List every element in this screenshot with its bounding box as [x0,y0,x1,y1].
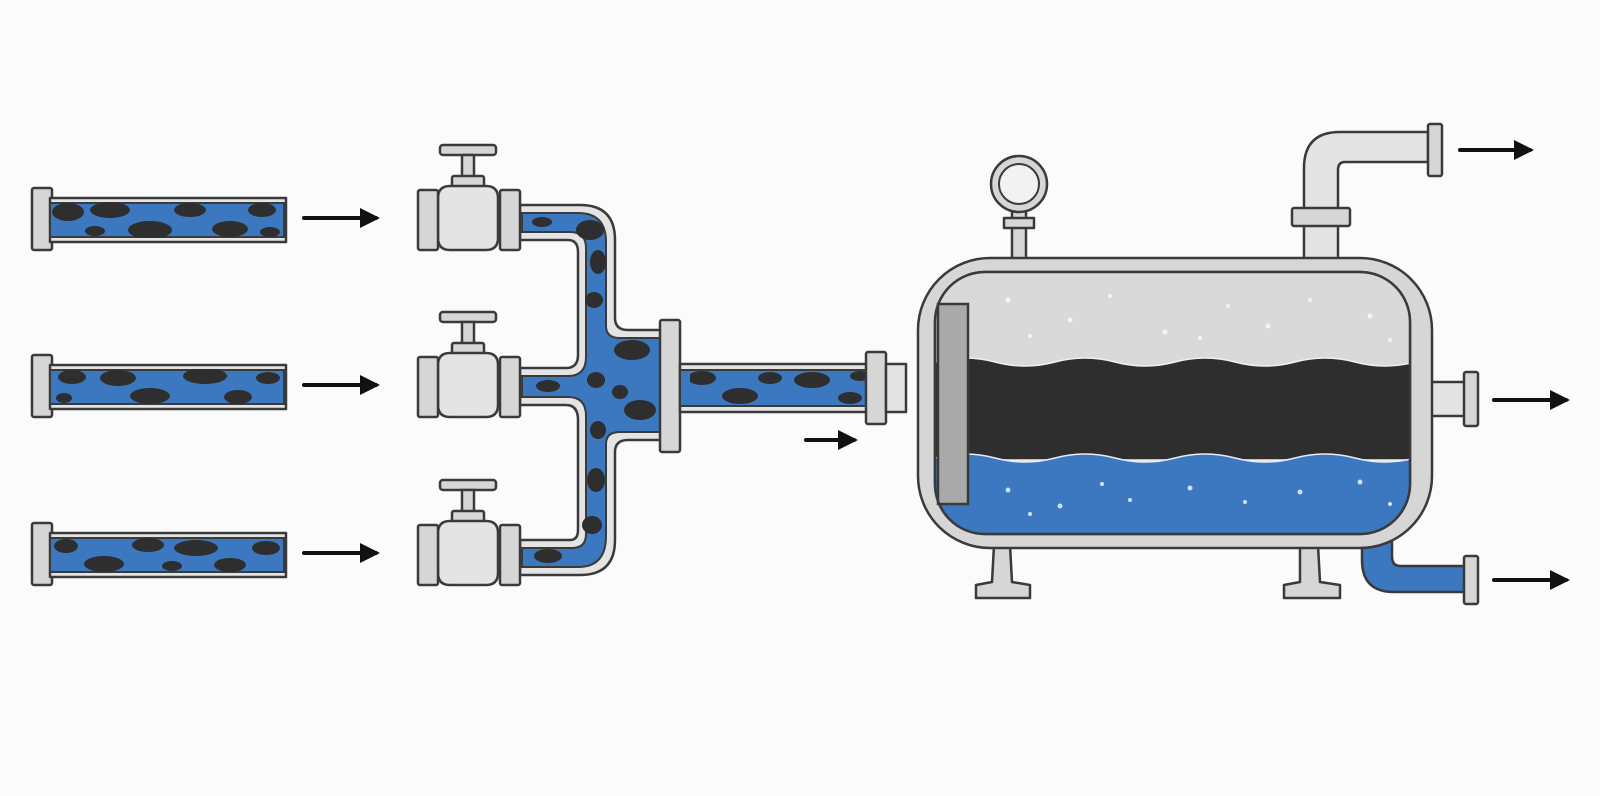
oil-droplets [54,538,280,572]
water-outlet-pipe [1360,528,1570,606]
feed-flange [864,350,888,426]
valve-icon[interactable] [416,310,522,419]
pressure-gauge-icon [989,154,1049,262]
gas-outlet-pipe [1290,122,1534,262]
oil-droplets [56,369,280,404]
inlet-pipe-3 [30,521,288,587]
inlet-pipes [30,186,288,587]
inlet-baffle-plate [936,302,970,506]
separator-feed-pipe [678,350,908,450]
inlet-pipe-1 [30,186,288,252]
manifold [518,203,682,577]
oil-layer [935,357,1410,461]
gas-bubbles [1005,294,1392,342]
valve-icon[interactable] [416,478,522,587]
manifold-flange [658,318,682,454]
oil-outlet-pipe [1426,370,1570,428]
oil-droplets [52,202,280,238]
oil-droplets [532,217,656,563]
valves [416,143,522,587]
gas-layer [935,272,1410,362]
inlet-pipe-2 [30,353,288,419]
inlet-arrows [302,208,380,563]
vessel-legs [974,543,1342,600]
valve-icon[interactable] [416,143,522,252]
water-bubbles [1005,479,1392,516]
three-phase-separator-vessel [916,122,1570,606]
water-layer [935,453,1410,534]
